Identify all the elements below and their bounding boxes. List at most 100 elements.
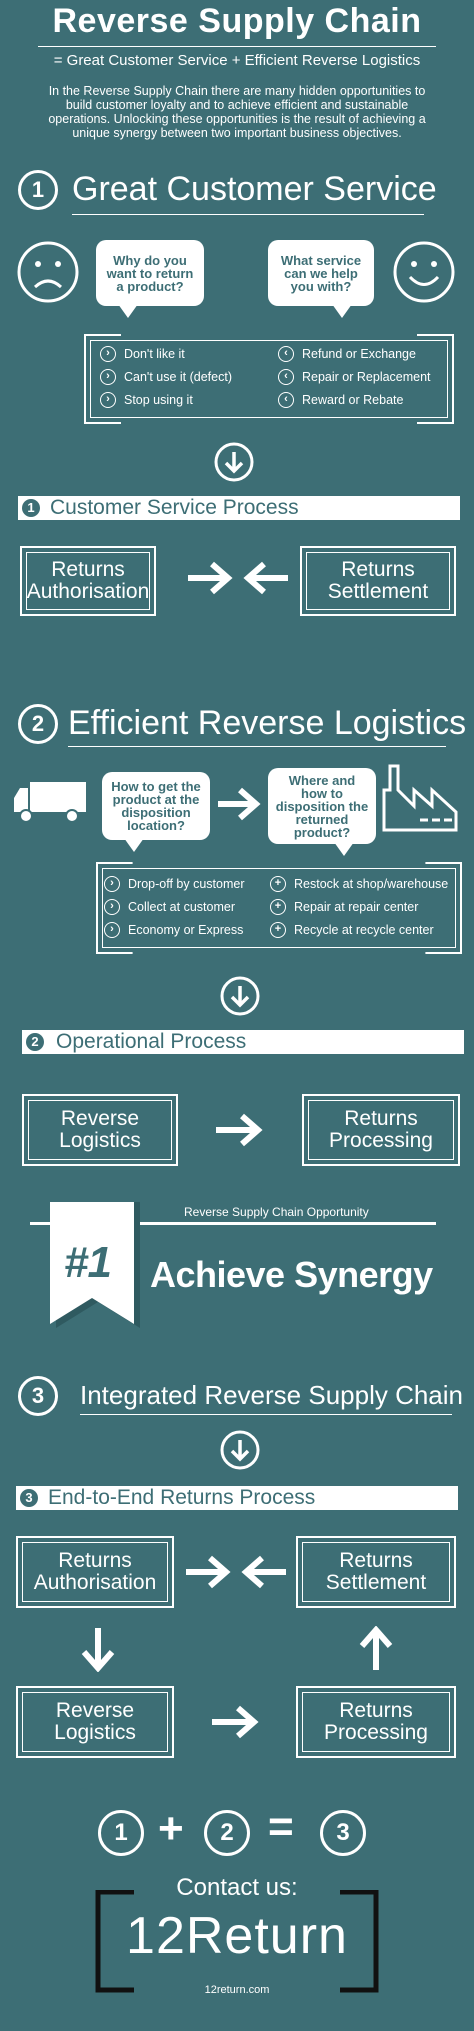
question-bubble-what-service: What service can we help you with?	[268, 240, 374, 318]
option-label: Reward or Rebate	[302, 393, 404, 407]
option-item: ‹Refund or Exchange	[278, 346, 416, 362]
equation-term-3: 3	[320, 1810, 366, 1856]
arrow-up-icon	[359, 1626, 393, 1670]
intro-text: In the Reverse Supply Chain there are ma…	[48, 84, 426, 140]
process-bar	[22, 1030, 464, 1054]
option-label: Don't like it	[124, 347, 185, 361]
chevron-right-icon: ›	[104, 922, 120, 938]
box-line: Authorisation	[26, 580, 150, 603]
happy-face-icon	[393, 241, 455, 303]
option-item: › Can't use it (defect)	[100, 369, 232, 385]
page-subtitle: = Great Customer Service + Efficient Rev…	[53, 52, 421, 69]
box-line: Returns	[51, 558, 125, 581]
option-item: › Stop using it	[100, 392, 193, 408]
option-item: › Economy or Express	[104, 922, 243, 938]
option-item: ›Drop-off by customer	[104, 876, 244, 892]
option-label: Economy or Express	[128, 923, 244, 937]
chevron-right-icon: ›	[104, 876, 120, 892]
box-line: Returns	[339, 1549, 413, 1572]
option-label: Restock at shop/warehouse	[294, 877, 449, 891]
box-line: Returns	[341, 558, 415, 581]
chevron-right-icon: ›	[100, 346, 116, 362]
arrow-right-icon	[218, 787, 261, 821]
section-number-badge: 1	[18, 170, 58, 210]
box-line: Logistics	[54, 1721, 136, 1744]
option-label: Collect at customer	[128, 900, 235, 914]
arrow-down-icon	[214, 442, 254, 482]
question-bubble-why-return: Why do you want to return a product?	[96, 240, 204, 318]
brand-frame	[95, 1890, 379, 1993]
section-title: Great Customer Service	[72, 170, 437, 208]
box-line: Returns	[58, 1549, 132, 1572]
process-number-badge: 1	[22, 499, 40, 517]
banner-line	[30, 1222, 436, 1225]
box-line: Processing	[329, 1129, 433, 1152]
section-title-underline	[80, 1414, 452, 1415]
section-title: Efficient Reverse Logistics	[68, 704, 467, 742]
arrow-down-icon	[81, 1628, 115, 1672]
synergy-headline: Achieve Synergy	[150, 1254, 433, 1295]
sad-face-icon	[17, 241, 79, 303]
option-label: Stop using it	[124, 393, 193, 407]
bubble-text: How to get the product at the dispositio…	[111, 779, 201, 833]
box-line: Reverse	[55, 1699, 135, 1722]
option-item: +Repair at repair center	[270, 899, 418, 915]
section-number-badge: 2	[18, 704, 58, 744]
option-item: ‹Repair or Replacement	[278, 369, 431, 385]
chevron-left-icon: ‹	[278, 346, 294, 362]
process-bar	[16, 1486, 458, 1510]
option-item: ‹ Reward or Rebate	[278, 392, 403, 408]
ribbon-bookmark-icon	[50, 1202, 140, 1328]
brand-logo: 12Return	[126, 1907, 348, 1965]
chevron-left-icon: ‹	[278, 392, 294, 408]
section-number-badge: 3	[18, 1376, 58, 1416]
plus-circle-icon: +	[270, 876, 286, 892]
arrow-right-icon	[216, 1113, 263, 1147]
bubble-text: Where and how to disposition the returne…	[275, 772, 369, 840]
box-line: Returns	[339, 1699, 413, 1722]
plus-sign: +	[158, 1804, 184, 1853]
section-title-underline	[72, 214, 424, 215]
converging-arrows-icon	[186, 1555, 286, 1589]
option-item: + Restock at shop/warehouse	[270, 876, 448, 892]
equation-term-2: 2	[204, 1810, 250, 1856]
box-line: Processing	[324, 1721, 428, 1744]
option-item: +Recycle at recycle center	[270, 922, 434, 938]
contact-title: Contact us:	[176, 1874, 298, 1901]
chevron-right-icon: ›	[100, 392, 116, 408]
process-number-badge: 2	[26, 1033, 44, 1051]
website-link[interactable]: 12return.com	[204, 1984, 270, 1996]
bubble-text: What service can we help you with?	[280, 252, 362, 294]
section-title: Integrated Reverse Supply Chain	[80, 1380, 464, 1410]
option-label: Can't use it (defect)	[124, 370, 232, 384]
process-bar	[18, 496, 460, 520]
question-bubble-where-disposition: Where and how to disposition the returne…	[268, 768, 376, 856]
options-frame	[90, 340, 448, 418]
truck-icon	[14, 782, 86, 823]
box-line: Settlement	[327, 580, 429, 603]
option-item: ›Collect at customer	[104, 899, 235, 915]
box-line: Logistics	[59, 1129, 141, 1152]
converging-arrows-icon	[188, 561, 288, 595]
question-bubble-how-to-get: How to get the product at the dispositio…	[102, 772, 210, 852]
banner-caption: Reverse Supply Chain Opportunity	[184, 1205, 369, 1219]
page-title: Reverse Supply Chain	[52, 2, 422, 40]
box-line: Returns	[344, 1107, 418, 1130]
option-label: Recycle at recycle center	[294, 923, 434, 937]
bubble-text: Why do you want to return a product?	[106, 252, 194, 294]
option-item: › Don't like it	[100, 346, 185, 362]
section-title-underline	[68, 746, 446, 747]
box-line: Authorisation	[33, 1571, 157, 1594]
chevron-right-icon: ›	[100, 369, 116, 385]
options-frame	[102, 868, 456, 948]
process-title: Operational Process	[56, 1030, 247, 1053]
option-label: Repair at repair center	[294, 900, 419, 914]
arrow-down-icon	[220, 1430, 260, 1470]
equals-sign: =	[268, 1802, 294, 1851]
